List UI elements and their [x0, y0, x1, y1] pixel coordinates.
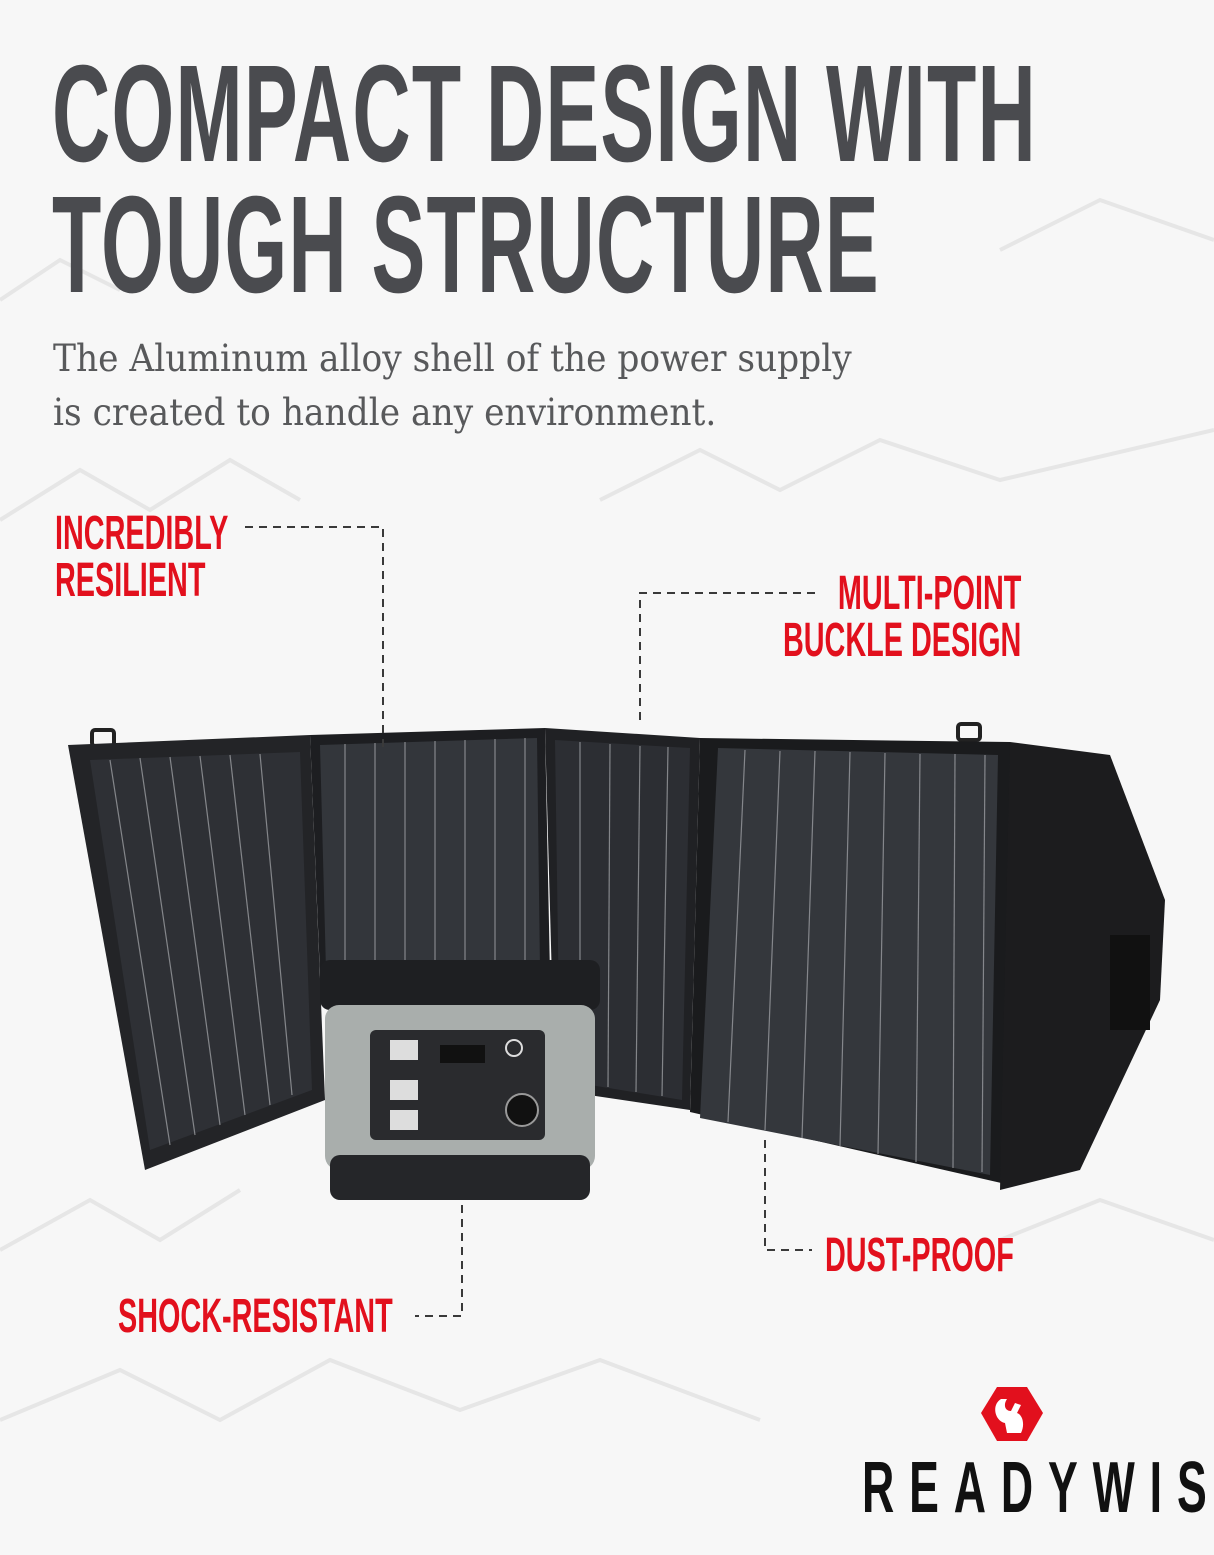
callout-resilient-line-1: INCREDIBLY — [55, 507, 229, 560]
callout-lines — [245, 526, 815, 1317]
subtitle-line-1: The Aluminum alloy shell of the power su… — [53, 337, 852, 380]
callout-buckle: MULTI-POINT BUCKLE DESIGN — [782, 567, 1021, 667]
callout-resilient: INCREDIBLY RESILIENT — [55, 507, 229, 607]
callout-buckle-line-1: MULTI-POINT — [837, 567, 1021, 620]
subtitle-line-2: is created to handle any environment. — [53, 391, 717, 434]
power-station-icon — [320, 960, 600, 1200]
solar-panel-icon — [68, 722, 1165, 1190]
callout-resilient-line-2: RESILIENT — [55, 554, 206, 607]
subtitle: The Aluminum alloy shell of the power su… — [53, 332, 852, 440]
brand-name: READYWISE — [862, 1448, 1214, 1528]
callout-shock-resistant: SHOCK-RESISTANT — [118, 1290, 393, 1343]
headline-line-1: COMPACT DESIGN WITH — [52, 37, 1037, 191]
squirrel-hexagon-icon — [981, 1387, 1043, 1441]
callout-dust-proof: DUST-PROOF — [825, 1229, 1014, 1282]
headline-line-2: TOUGH STRUCTURE — [52, 168, 880, 322]
callout-buckle-line-2: BUCKLE DESIGN — [782, 614, 1021, 667]
